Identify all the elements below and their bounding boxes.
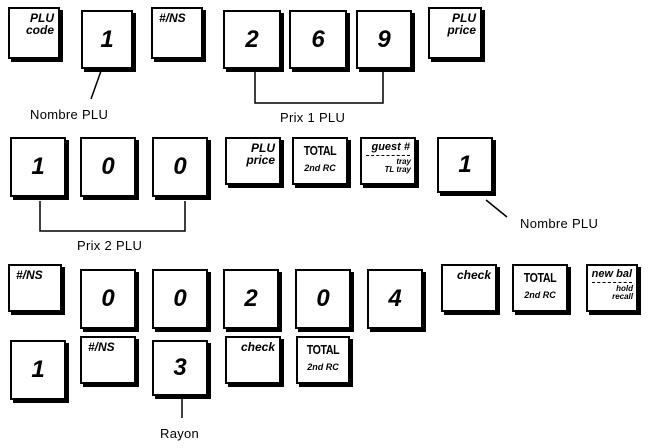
digit-label: 1 bbox=[31, 356, 45, 383]
digit-label: 0 bbox=[316, 285, 330, 312]
digit-label: 4 bbox=[388, 285, 402, 312]
guest-label: guest # bbox=[371, 141, 410, 153]
digit-label: 1 bbox=[100, 25, 114, 53]
rayon-label: Rayon bbox=[160, 426, 200, 441]
second-rc-label: 2nd RC bbox=[304, 163, 336, 173]
tray-label: tray TL tray bbox=[384, 157, 411, 174]
digit-0-key[interactable]: 0 bbox=[152, 269, 208, 329]
digit-2-key[interactable]: 2 bbox=[223, 269, 279, 329]
digit-6-key[interactable]: 6 bbox=[289, 10, 347, 69]
digit-label: 2 bbox=[245, 25, 259, 53]
guest-key[interactable]: guest # tray TL tray bbox=[360, 137, 416, 185]
digit-label: 6 bbox=[311, 25, 325, 53]
nombre-plu-label: Nombre PLU bbox=[30, 107, 109, 122]
ns-label: #/NS bbox=[16, 268, 43, 282]
digit-9-key[interactable]: 9 bbox=[356, 10, 412, 69]
digit-label: 0 bbox=[101, 153, 115, 180]
digit-0-key[interactable]: 0 bbox=[295, 269, 351, 329]
check-key[interactable]: check bbox=[225, 336, 281, 384]
digit-1-key[interactable]: 1 bbox=[437, 137, 493, 193]
prix-1-plu-label: Prix 1 PLU bbox=[280, 110, 346, 125]
digit-label: 0 bbox=[173, 153, 187, 180]
total-key[interactable]: TOTAL 2nd RC bbox=[292, 137, 348, 185]
digit-1-key[interactable]: 1 bbox=[10, 137, 66, 197]
new-bal-label: new bal bbox=[591, 268, 632, 280]
nombre-plu-label: Nombre PLU bbox=[520, 216, 599, 231]
hold-recall-label: hold recall bbox=[612, 284, 633, 301]
digit-0-key[interactable]: 0 bbox=[152, 137, 208, 197]
digit-label: 1 bbox=[31, 153, 45, 180]
second-rc-label: 2nd RC bbox=[524, 290, 556, 300]
total-key[interactable]: TOTAL 2nd RC bbox=[296, 336, 350, 384]
prix-2-plu-label: Prix 2 PLU bbox=[77, 238, 143, 253]
total-label: TOTAL bbox=[303, 143, 337, 158]
total-label: TOTAL bbox=[523, 270, 557, 285]
check-label: check bbox=[456, 268, 491, 282]
plu-price-key[interactable]: PLU price bbox=[225, 137, 281, 185]
digit-3-key[interactable]: 3 bbox=[152, 340, 208, 396]
digit-label: 2 bbox=[244, 285, 258, 312]
digit-label: 9 bbox=[377, 25, 391, 53]
plu-price-label: PLU price bbox=[246, 141, 275, 167]
second-rc-label: 2nd RC bbox=[307, 362, 339, 372]
digit-1-key[interactable]: 1 bbox=[10, 340, 66, 400]
digit-label: 3 bbox=[173, 354, 187, 381]
plu-price-label: PLU price bbox=[447, 11, 476, 37]
digit-4-key[interactable]: 4 bbox=[367, 269, 423, 329]
digit-label: 0 bbox=[101, 285, 115, 312]
ns-label: #/NS bbox=[88, 340, 115, 354]
key-divider bbox=[592, 282, 632, 283]
ns-label: #/NS bbox=[159, 11, 186, 25]
digit-label: 0 bbox=[173, 285, 187, 312]
digit-0-key[interactable]: 0 bbox=[80, 269, 136, 329]
plu-code-label: PLU code bbox=[25, 11, 54, 37]
plu-price-key[interactable]: PLU price bbox=[428, 7, 482, 59]
digit-0-key[interactable]: 0 bbox=[80, 137, 136, 197]
check-key[interactable]: check bbox=[441, 264, 497, 312]
new-bal-key[interactable]: new bal hold recall bbox=[586, 264, 638, 312]
digit-label: 1 bbox=[458, 151, 472, 178]
plu-code-key[interactable]: PLU code bbox=[8, 7, 60, 59]
ns-key[interactable]: #/NS bbox=[151, 7, 203, 59]
digit-1-key[interactable]: 1 bbox=[81, 10, 133, 69]
check-label: check bbox=[240, 340, 275, 354]
ns-key[interactable]: #/NS bbox=[8, 264, 62, 312]
ns-key[interactable]: #/NS bbox=[80, 336, 136, 384]
total-key[interactable]: TOTAL 2nd RC bbox=[512, 264, 568, 312]
digit-2-key[interactable]: 2 bbox=[223, 10, 281, 69]
key-divider bbox=[366, 155, 410, 156]
total-label: TOTAL bbox=[306, 342, 340, 357]
